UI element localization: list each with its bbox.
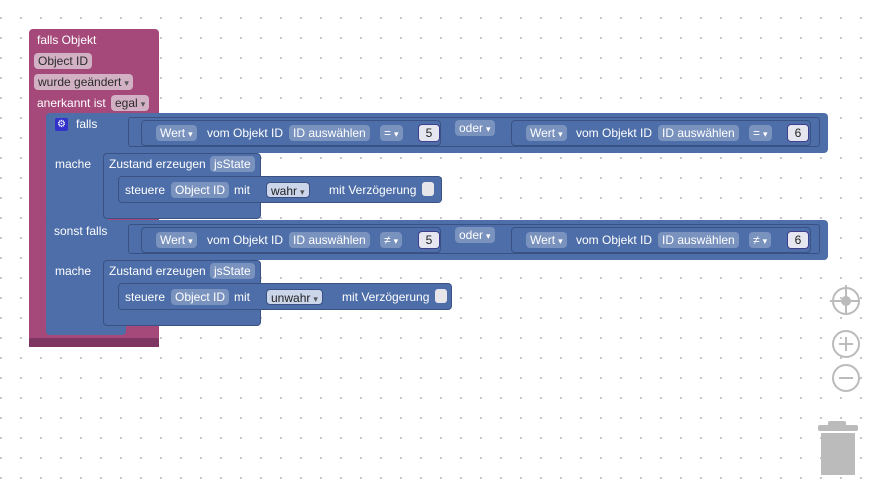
op-dropdown[interactable]: ≠ (749, 232, 772, 248)
zoom-out-icon[interactable] (832, 364, 860, 392)
delay-checkbox[interactable] (422, 182, 434, 196)
delay-label: mit Verzögerung (342, 290, 430, 304)
id-select[interactable]: ID auswählen (289, 125, 370, 141)
prop-dropdown[interactable]: Wert (526, 232, 567, 248)
number-value: 5 (419, 232, 439, 248)
logic-label: oder (459, 228, 484, 242)
condition-2[interactable] (128, 224, 820, 254)
logic-label: oder (459, 121, 484, 135)
ack-label: anerkannt ist (37, 96, 106, 110)
ack-dropdown[interactable]: egal (111, 95, 150, 111)
number-value: 6 (788, 125, 808, 141)
op-label: ≠ (384, 233, 391, 247)
trigger-title: falls Objekt (37, 33, 97, 47)
logic-dropdown[interactable]: oder (455, 227, 495, 243)
do-label-2: mache (55, 264, 92, 278)
with-label: mit (234, 290, 250, 304)
number-input[interactable]: 6 (787, 124, 809, 142)
control-label: steuere (125, 183, 166, 197)
op-label: = (384, 126, 392, 140)
if-label: falls (76, 117, 98, 131)
ack-dropdown-label: egal (115, 96, 138, 110)
create-state-label: Zustand erzeugen (109, 157, 206, 171)
number-input[interactable]: 5 (418, 124, 440, 142)
prop-dropdown[interactable]: Wert (156, 232, 197, 248)
value-label: unwahr (271, 291, 311, 305)
number-input[interactable]: 6 (787, 231, 809, 249)
of-label: vom Objekt ID (207, 233, 284, 247)
of-label: vom Objekt ID (576, 233, 653, 247)
object-id-field[interactable]: Object ID (34, 53, 93, 69)
id-select[interactable]: ID auswählen (658, 125, 739, 141)
op-label: ≠ (753, 233, 760, 247)
value-label: wahr (271, 184, 298, 198)
id-select[interactable]: ID auswählen (289, 232, 370, 248)
number-value: 5 (419, 125, 439, 141)
elseif-label: sonst falls (54, 224, 108, 238)
change-dropdown-label: wurde geändert (38, 75, 122, 89)
of-label: vom Objekt ID (576, 126, 653, 140)
zoom-in-icon[interactable] (832, 330, 860, 358)
target-icon[interactable] (830, 285, 860, 315)
prop-dropdown[interactable]: Wert (526, 125, 567, 141)
with-label: mit (234, 183, 250, 197)
of-label: vom Objekt ID (207, 126, 284, 140)
do-label-1: mache (55, 157, 92, 171)
control-label: steuere (125, 290, 166, 304)
prop-label: Wert (160, 233, 186, 247)
create-state-label: Zustand erzeugen (109, 264, 206, 278)
op-dropdown[interactable]: = (749, 125, 772, 141)
number-value: 6 (788, 232, 808, 248)
delay-checkbox[interactable] (435, 289, 447, 303)
state-name-field[interactable]: jsState (210, 263, 255, 279)
logic-dropdown[interactable]: oder (455, 120, 495, 136)
trash-icon[interactable] (818, 421, 858, 477)
delay-label: mit Verzögerung (329, 183, 417, 197)
value-dropdown[interactable]: wahr (266, 182, 310, 198)
op-dropdown[interactable]: = (380, 125, 403, 141)
prop-label: Wert (160, 126, 186, 140)
id-select[interactable]: ID auswählen (658, 232, 739, 248)
prop-dropdown[interactable]: Wert (156, 125, 197, 141)
op-dropdown[interactable]: ≠ (380, 232, 403, 248)
prop-label: Wert (530, 233, 556, 247)
value-dropdown[interactable]: unwahr (266, 289, 323, 305)
op-label: = (753, 126, 761, 140)
object-id-field[interactable]: Object ID (171, 289, 230, 305)
prop-label: Wert (530, 126, 556, 140)
condition-1[interactable] (128, 117, 820, 147)
number-input[interactable]: 5 (418, 231, 440, 249)
trigger-block-bottom (29, 338, 159, 347)
gear-icon[interactable]: ⚙ (55, 118, 68, 131)
change-dropdown[interactable]: wurde geändert (34, 74, 133, 90)
object-id-field[interactable]: Object ID (171, 182, 230, 198)
state-name-field[interactable]: jsState (210, 156, 255, 172)
